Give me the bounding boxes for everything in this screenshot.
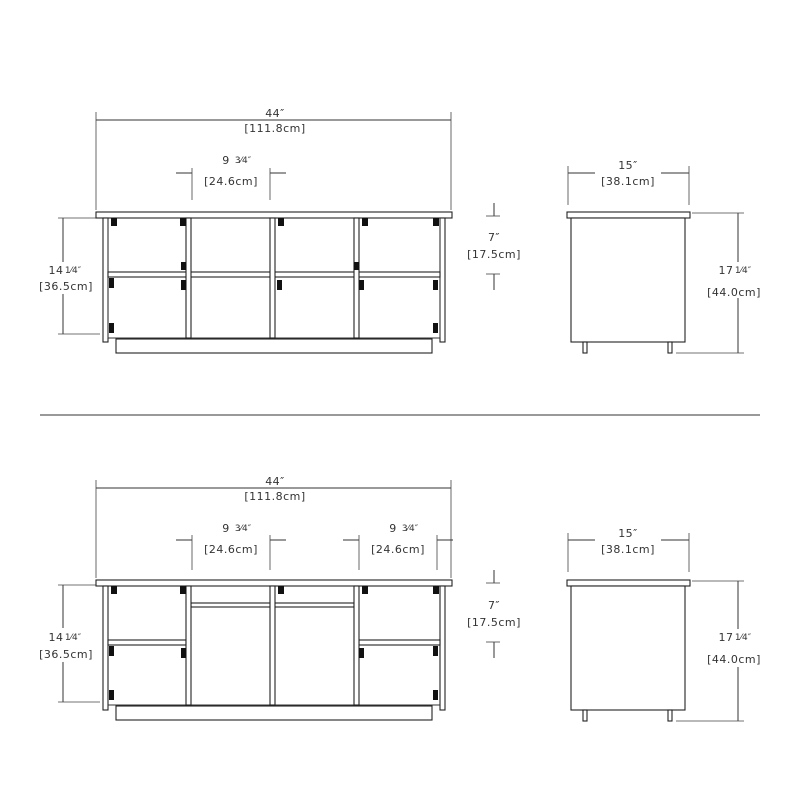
bottom-cubby1-cm: [24.6cm]: [204, 543, 258, 556]
hinge-icon: [433, 218, 439, 226]
bottom-height-in: 14: [49, 631, 64, 644]
bottom-leg-right: [439, 585, 446, 711]
bottom-side-body: [570, 585, 686, 711]
hinge-icon: [277, 280, 282, 290]
bottom-leg-left: [102, 585, 109, 711]
bottom-side-leg-front: [582, 709, 588, 722]
bottom-cubby2-in: 9: [389, 522, 397, 535]
top-cubby-cm: [24.6cm]: [204, 175, 258, 188]
top-leg-right: [439, 217, 446, 343]
top-cubby-in: 9: [222, 154, 230, 167]
top-divider-1: [185, 217, 192, 339]
hinge-icon: [181, 262, 186, 270]
bottom-left-shelf: [107, 639, 187, 646]
hinge-icon: [278, 218, 284, 226]
bottom-cubby2-in-frac: 3⁄4″: [402, 524, 419, 534]
bottom-cubby2-cm: [24.6cm]: [371, 543, 425, 556]
bottom-cubby1-in-frac: 3⁄4″: [235, 524, 252, 534]
top-side-height-in: 17: [719, 264, 734, 277]
top-side-body: [570, 217, 686, 343]
hinge-icon: [433, 323, 438, 333]
hinge-icon: [109, 646, 114, 656]
hinge-icon: [362, 586, 368, 594]
hinge-icon: [362, 218, 368, 226]
top-shelf-in: 7″: [488, 231, 500, 244]
top-divider-2: [269, 217, 276, 339]
bottom-divider-2: [269, 585, 276, 706]
top-shelf-cm: [17.5cm]: [467, 248, 521, 261]
top-depth-cm: [38.1cm]: [601, 175, 655, 188]
bottom-tabletop: [95, 579, 453, 587]
bottom-side-height-cm: [44.0cm]: [707, 653, 761, 666]
bottom-side-height-in: 17: [719, 631, 734, 644]
top-side-leg-back: [667, 341, 673, 354]
top-height-in-frac: 1⁄4″: [65, 266, 82, 276]
hinge-icon: [433, 646, 438, 656]
bottom-shelf-cm: [17.5cm]: [467, 616, 521, 629]
bottom-depth-cm: [38.1cm]: [601, 543, 655, 556]
bottom-side-view: 15″ [38.1cm] 17 1⁄4″ [44.0cm]: [566, 526, 764, 722]
hinge-icon: [354, 262, 359, 270]
hinge-icon: [433, 280, 438, 290]
bottom-width-in: 44″: [265, 475, 285, 488]
top-height-in: 14: [49, 264, 64, 277]
hinge-icon: [433, 586, 439, 594]
bottom-base-plinth: [115, 705, 433, 721]
top-front-view: 44″ [111.8cm] 9 3⁄4″ [24.6cm] 14 1⁄4″ [3…: [39, 107, 521, 354]
bottom-side-tabletop: [566, 579, 691, 587]
bottom-right-shelf: [358, 639, 441, 646]
bottom-side-height-in-frac: 1⁄4″: [735, 633, 752, 643]
hinge-icon: [180, 218, 186, 226]
bottom-divider-1: [185, 585, 192, 706]
top-height-cm: [36.5cm]: [39, 280, 93, 293]
top-side-view: 15″ [38.1cm] 17 1⁄4″ [44.0cm]: [566, 158, 764, 354]
top-divider-3: [353, 217, 360, 339]
top-side-height-cm: [44.0cm]: [707, 286, 761, 299]
bottom-height-in-frac: 1⁄4″: [65, 633, 82, 643]
hinge-icon: [278, 586, 284, 594]
hinge-icon: [109, 278, 114, 288]
bottom-depth-in: 15″: [618, 527, 638, 540]
top-side-tabletop: [566, 211, 691, 219]
hinge-icon: [433, 690, 438, 700]
top-side-leg-front: [582, 341, 588, 354]
hinge-icon: [181, 648, 186, 658]
bottom-height-cm: [36.5cm]: [39, 648, 93, 661]
top-cubby-in-frac: 3⁄4″: [235, 156, 252, 166]
top-width-cm: [111.8cm]: [244, 122, 305, 135]
bottom-shelf-in: 7″: [488, 599, 500, 612]
bottom-divider-3: [353, 585, 360, 706]
hinge-icon: [109, 323, 114, 333]
hinge-icon: [359, 280, 364, 290]
top-side-height-in-frac: 1⁄4″: [735, 266, 752, 276]
bottom-side-leg-back: [667, 709, 673, 722]
top-leg-left: [102, 217, 109, 343]
hinge-icon: [111, 586, 117, 594]
hinge-icon: [359, 648, 364, 658]
bottom-width-cm: [111.8cm]: [244, 490, 305, 503]
top-tabletop: [95, 211, 453, 219]
hinge-icon: [109, 690, 114, 700]
hinge-icon: [111, 218, 117, 226]
bottom-front-view: 44″ [111.8cm] 9 3⁄4″ [24.6cm] 9 3⁄4″ [24…: [39, 475, 521, 721]
top-base-plinth: [115, 338, 433, 354]
hinge-icon: [180, 586, 186, 594]
top-width-in: 44″: [265, 107, 285, 120]
bottom-cubby1-in: 9: [222, 522, 230, 535]
hinge-icon: [181, 280, 186, 290]
top-depth-in: 15″: [618, 159, 638, 172]
